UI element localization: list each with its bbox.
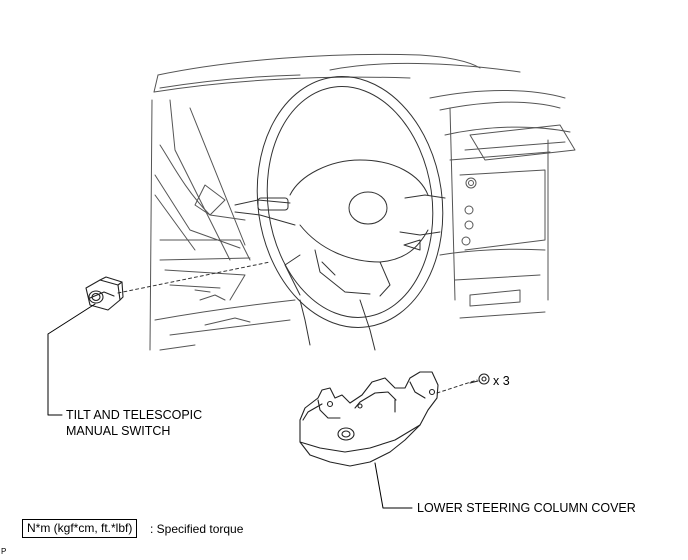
callout-lines [47, 303, 413, 509]
cover-label: LOWER STEERING COLUMN COVER [417, 501, 636, 515]
torque-unit-box: N*m (kgf*cm, ft.*lbf) [22, 519, 138, 538]
torque-description: : Specified torque [150, 522, 244, 536]
screw-quantity-label: x 3 [493, 374, 510, 388]
switch-label: TILT AND TELESCOPIC MANUAL SWITCH [66, 407, 202, 439]
switch-label-line2: MANUAL SWITCH [66, 424, 171, 438]
switch-part [85, 276, 124, 311]
lower-column-cover [299, 371, 439, 467]
dashboard-outline [149, 53, 576, 351]
switch-label-line1: TILT AND TELESCOPIC [66, 408, 203, 422]
screw-part [469, 373, 490, 385]
corner-code: P [1, 547, 7, 556]
dashed-leaders [117, 261, 478, 394]
steering-wheel [234, 76, 446, 351]
dash-buttons [461, 177, 477, 246]
